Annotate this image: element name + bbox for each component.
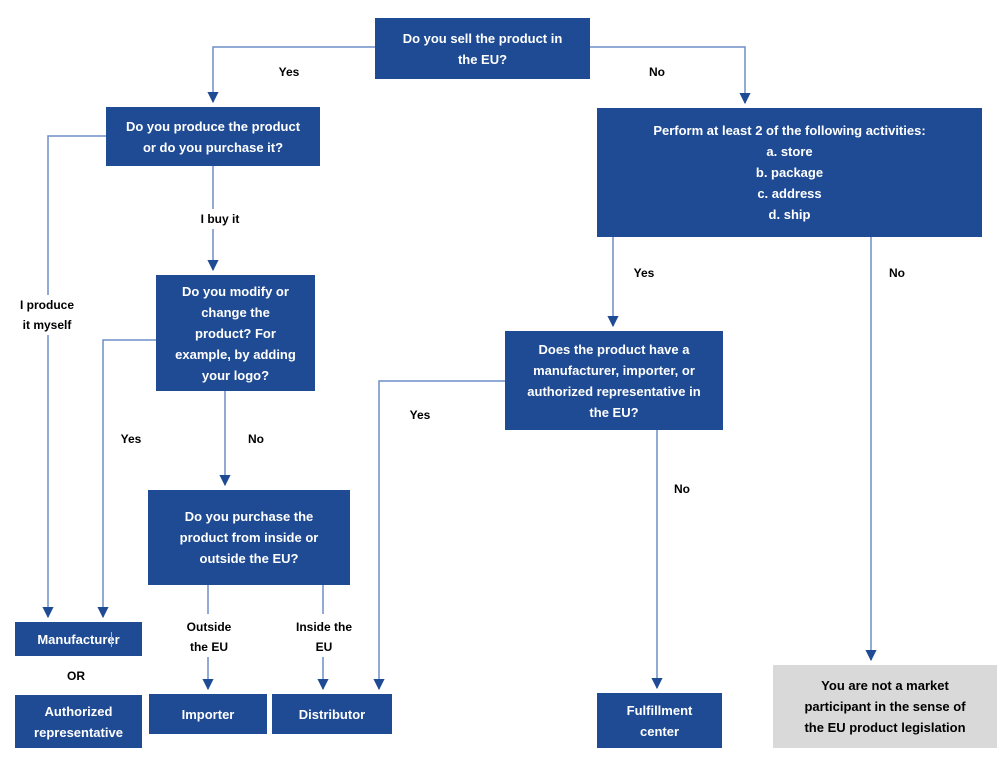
node-distributor: Distributor: [272, 694, 392, 734]
node-manufacturer: Manufacturer: [15, 622, 142, 656]
edge-label-yes-perform: Yes: [633, 266, 655, 280]
connector-modify-yes: [97, 339, 156, 619]
edge-label-no-modify: No: [248, 432, 264, 446]
edge-label-i-produce-it-myself: I produce it myself: [12, 295, 82, 335]
edge-label-yes-modify: Yes: [120, 432, 142, 446]
node-has-eu-representative: Does the product have a manufacturer, im…: [505, 331, 723, 430]
text-cursor: [111, 632, 112, 647]
edge-label-outside-the-eu: Outside the EU: [179, 617, 239, 657]
edge-label-yes-has-representative: Yes: [409, 408, 431, 422]
edge-label-no-has-representative: No: [674, 482, 690, 496]
node-modify-product: Do you modify or change the product? For…: [156, 275, 315, 391]
edge-label-or: OR: [67, 669, 85, 683]
edge-label-no-top: No: [649, 65, 665, 79]
node-fulfillment-center: Fulfillment center: [597, 693, 722, 748]
node-purchase-origin: Do you purchase the product from inside …: [148, 490, 350, 585]
manufacturer-label: Manufacturer: [37, 631, 120, 647]
connector-hasrep-yes: [373, 380, 505, 691]
edge-label-i-buy-it: I buy it: [190, 209, 250, 229]
connector-i-produce-it-myself: [42, 135, 106, 619]
node-sell-in-eu: Do you sell the product in the EU?: [375, 18, 590, 79]
edge-label-inside-the-eu: Inside the EU: [294, 617, 354, 657]
node-authorized-representative: Authorized representative: [15, 695, 142, 748]
node-produce-or-purchase: Do you produce the product or do you pur…: [106, 107, 320, 166]
connector-sell-no: [590, 46, 751, 105]
node-importer: Importer: [149, 694, 267, 734]
edge-label-yes-top: Yes: [278, 65, 300, 79]
edge-label-no-perform: No: [889, 266, 905, 280]
connector-sell-yes: [207, 46, 375, 104]
node-not-market-participant: You are not a market participant in the …: [773, 665, 997, 748]
node-perform-activities: Perform at least 2 of the following acti…: [597, 108, 982, 237]
